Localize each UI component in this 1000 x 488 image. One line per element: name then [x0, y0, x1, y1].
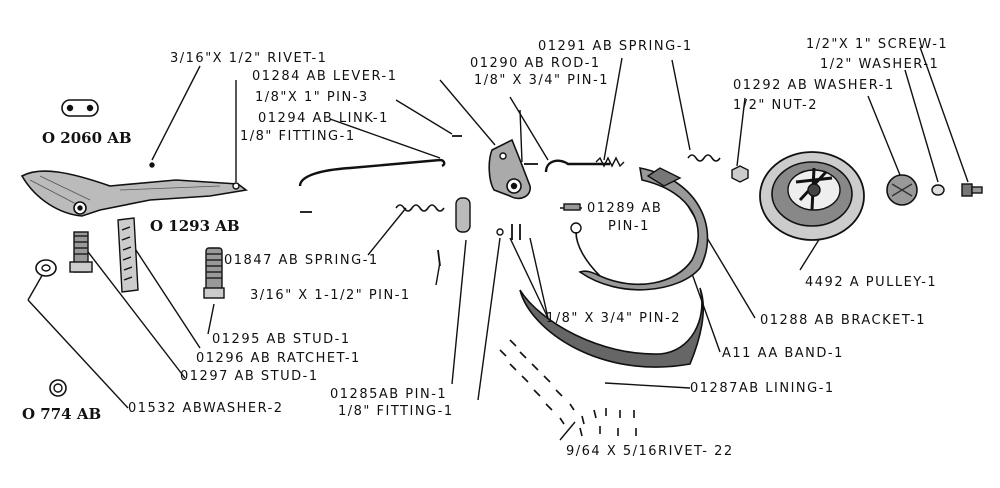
- link-rod-drawing: [298, 158, 446, 187]
- label-fitting-top: 1/8" FITTING-1: [240, 129, 356, 144]
- label-lever: 01284 AB LEVER-1: [252, 69, 398, 84]
- rivets-drawing: [499, 339, 637, 437]
- link-plate-drawing: [61, 99, 99, 117]
- stud-01297-drawing: [69, 231, 93, 273]
- leader-spring-01291-a: [603, 57, 623, 161]
- label-fitting-bottom: 1/8" FITTING-1: [338, 404, 454, 419]
- ratchet-drawing: [117, 217, 139, 293]
- leader-ratchet: [131, 243, 201, 349]
- label-band: A11 AA BAND-1: [722, 346, 844, 361]
- leader-spring-01847: [367, 207, 407, 256]
- leader-washer-01532: [27, 299, 129, 409]
- label-stud-01297: 01297 AB STUD-1: [180, 369, 319, 384]
- leader-rivet-964: [559, 421, 576, 441]
- label-pin-01289-line1: 01289 AB: [587, 201, 663, 216]
- washer-half-drawing: [931, 184, 945, 196]
- spring-01291-drawing: [687, 154, 721, 162]
- part-number-1293: O 1293 AB: [150, 217, 240, 235]
- label-link: 01294 AB LINK-1: [258, 111, 389, 126]
- pin-01285-drawing: [455, 197, 471, 233]
- leader-fitting-bottom: [477, 237, 501, 401]
- leader-rod: [509, 96, 549, 161]
- washer-01532-drawing: [35, 259, 57, 277]
- label-ratchet: 01296 AB RATCHET-1: [196, 351, 361, 366]
- label-rivet-964: 9/64 X 5/16RIVET- 22: [566, 444, 734, 459]
- label-pulley: 4492 A PULLEY-1: [805, 275, 938, 290]
- label-pin-18x34-2: 1/8" X 3/4" PIN-2: [546, 311, 681, 326]
- rod-thread-drawing: [595, 156, 625, 168]
- part-number-2060: O 2060 AB: [42, 129, 132, 147]
- lever-drawing: [488, 138, 531, 200]
- leader-washer-01532-b: [27, 271, 45, 301]
- label-rivet-316: 3/16"X 1/2" RIVET-1: [170, 51, 328, 66]
- fitting-bottom-drawing: [496, 228, 504, 236]
- rod-drawing: [544, 159, 610, 173]
- leader-pin-18x34-top: [519, 109, 523, 163]
- leader-pin-01285: [451, 239, 467, 385]
- label-nut: 1/2" NUT-2: [733, 98, 818, 113]
- leader-pin-18x34-2a: [509, 237, 549, 319]
- label-pin-18x1: 1/8"X 1" PIN-3: [255, 90, 369, 105]
- leader-link: [329, 118, 441, 159]
- band-drawing: [570, 166, 709, 291]
- label-washer-half: 1/2" WASHER-1: [820, 57, 940, 72]
- leader-lever-to-body: [439, 79, 496, 146]
- leader-band: [689, 267, 721, 353]
- label-washer-01292: 01292 AB WASHER-1: [733, 78, 895, 93]
- label-screw: 1/2"X 1" SCREW-1: [806, 37, 949, 52]
- leader-rivet-316: [151, 65, 201, 161]
- leader-washer-01292: [867, 95, 901, 176]
- leader-pulley: [799, 237, 821, 271]
- leader-washer-half: [904, 69, 939, 183]
- label-lining: 01287AB LINING-1: [690, 381, 835, 396]
- rivet-drawing: [149, 162, 155, 168]
- part-number-774: O 774 AB: [22, 405, 102, 423]
- leader-stud-01295: [207, 303, 215, 335]
- label-washer-01532: 01532 ABWASHER-2: [128, 401, 284, 416]
- label-bracket: 01288 AB BRACKET-1: [760, 313, 927, 328]
- label-rod: 01290 AB ROD-1: [470, 56, 601, 71]
- leader-stud-01297: [84, 247, 186, 379]
- pin-01289-drawing: [563, 203, 581, 211]
- stud-01295-drawing: [203, 247, 225, 299]
- washer-774-drawing: [49, 379, 67, 397]
- nut-drawing: [731, 165, 749, 183]
- leader-pin-18x1: [395, 99, 453, 135]
- leader-screw: [919, 46, 969, 183]
- spring-01847-drawing: [395, 204, 445, 212]
- label-stud-01295: 01295 AB STUD-1: [212, 332, 351, 347]
- lining-drawing: [519, 287, 704, 368]
- leader-pin-18x34-2b: [529, 237, 549, 319]
- label-pin-01289-line2: PIN-1: [608, 219, 650, 234]
- leader-spring-01291-b: [671, 59, 691, 151]
- label-spring-01847: 01847 AB SPRING-1: [224, 253, 379, 268]
- washer-01292-drawing: [886, 174, 918, 206]
- pulley-drawing: [759, 151, 865, 241]
- label-spring-01291: 01291 AB SPRING-1: [538, 39, 693, 54]
- leader-lining: [604, 382, 691, 389]
- label-pin-316: 3/16" X 1-1/2" PIN-1: [250, 288, 411, 303]
- leader-nut: [736, 97, 746, 167]
- arm-drawing: [20, 170, 248, 217]
- pin-316-drawing: [437, 249, 441, 267]
- fitting-drawing: [232, 182, 240, 190]
- label-pin-18x34-top: 1/8" X 3/4" PIN-1: [474, 73, 609, 88]
- screw-drawing: [961, 183, 983, 197]
- label-pin-01285: 01285AB PIN-1: [330, 387, 448, 402]
